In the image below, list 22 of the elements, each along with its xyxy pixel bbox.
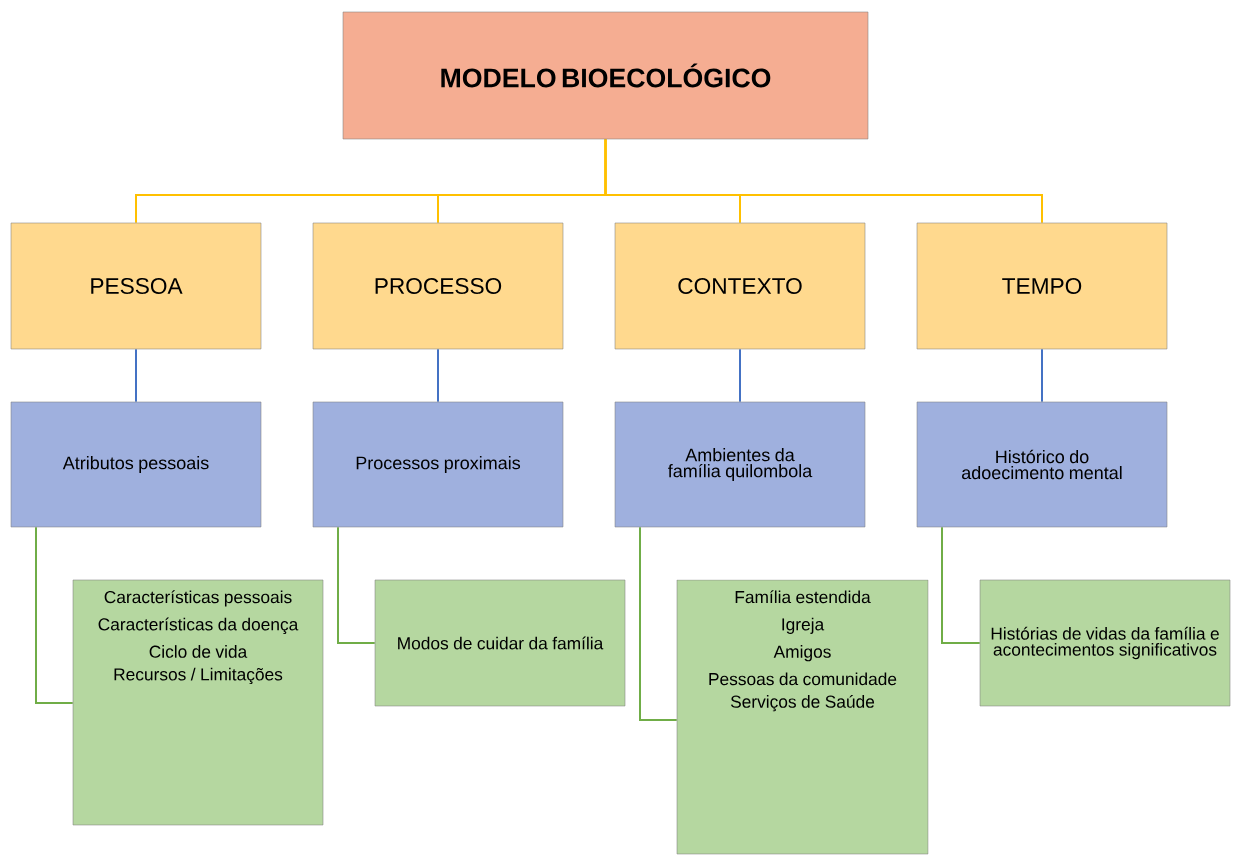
detail-box: Família estendida Igreja Amigos Pessoas da comunidade Serviços de Saúde [676, 579, 929, 855]
connector-line [437, 348, 439, 403]
connector-line [135, 348, 137, 403]
subcategory-box: Histórico do adoecimento mental [916, 401, 1168, 528]
connector-line [739, 348, 741, 403]
connector-line [941, 526, 981, 644]
connector-line [337, 526, 376, 644]
subcategory-box: Processos proximais [312, 401, 564, 528]
connector-line [35, 526, 74, 704]
detail-box: Modos de cuidar da família [374, 579, 626, 707]
detail-box: Histórias de vidas da família e acontecimentos significativos [979, 579, 1231, 707]
subcategory-box: Ambientes da família quilombola [614, 401, 866, 528]
category-box: TEMPO [916, 222, 1168, 350]
category-box: CONTEXTO [614, 222, 866, 350]
connector-line [604, 138, 1043, 224]
detail-box: Características pessoais Características da doença Ciclo de vida Recursos / Limitações [72, 579, 324, 826]
subcategory-box: Atributos pessoais [10, 401, 262, 528]
connector-line [1041, 348, 1043, 403]
connector-line [639, 526, 678, 721]
title-box: MODELO BIOECOLÓGICO [342, 11, 869, 140]
category-box: PROCESSO [312, 222, 564, 350]
category-box: PESSOA [10, 222, 262, 350]
